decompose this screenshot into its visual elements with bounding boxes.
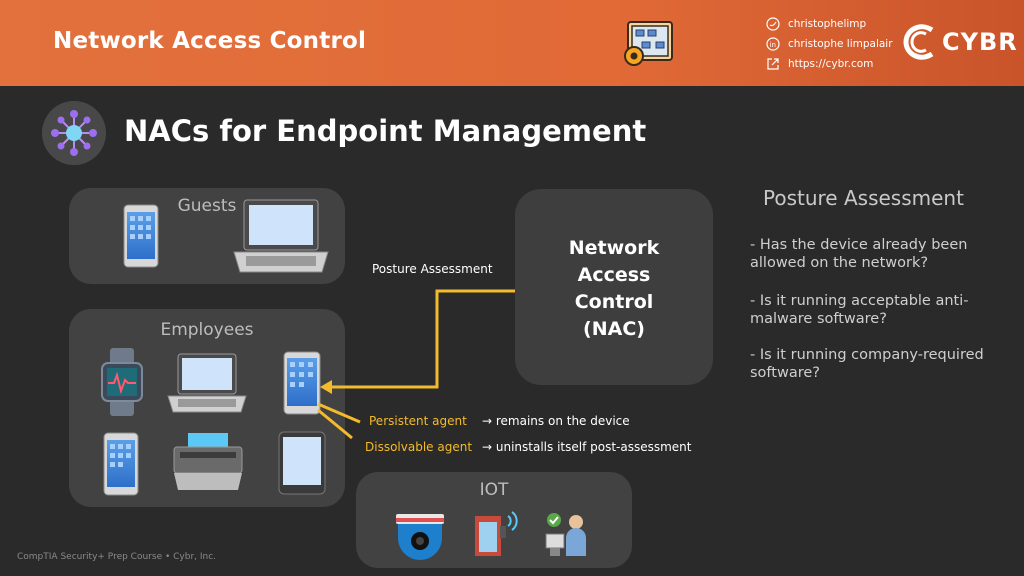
svg-text:in: in xyxy=(770,41,776,49)
agent-connector-1 xyxy=(317,402,361,424)
agent-description: → uninstalls itself post-assessment xyxy=(482,440,692,454)
guests-label: Guests xyxy=(177,196,237,216)
footer-text: CompTIA Security+ Prep Course • Cybr, In… xyxy=(17,552,217,562)
nac-line-2: Access xyxy=(577,264,651,286)
kiosk-icon xyxy=(545,513,586,556)
connector-label: Posture Assessment xyxy=(372,262,493,276)
agent-name: Persistent agent xyxy=(369,414,467,428)
nac-line-4: (NAC) xyxy=(583,318,645,340)
posture-question: - Has the device already been allowed on… xyxy=(750,237,968,271)
agent-description: → remains on the device xyxy=(482,414,630,428)
header-bar: Network Access Control christophelimp in… xyxy=(0,0,1024,86)
twitter-link[interactable]: christophelimp xyxy=(766,14,893,34)
smartwatch-icon xyxy=(101,348,143,416)
connector-arrowhead xyxy=(320,380,332,394)
nac-line-3: Control xyxy=(574,291,654,313)
printer-icon xyxy=(173,433,243,490)
laptop-icon xyxy=(233,199,329,273)
social-links: christophelimp in christophe limpalair h… xyxy=(766,14,893,74)
linkedin-link[interactable]: in christophe limpalair xyxy=(766,34,893,54)
iot-label: IOT xyxy=(479,480,509,500)
posture-connector xyxy=(328,289,515,389)
twitter-handle: christophelimp xyxy=(788,18,867,30)
smartphone-icon xyxy=(103,432,139,496)
cybr-logo: CYBR xyxy=(902,22,1018,62)
smart-door-icon xyxy=(475,511,518,556)
header-title: Network Access Control xyxy=(53,28,367,54)
page-title: NACs for Endpoint Management xyxy=(124,114,647,148)
linkedin-icon: in xyxy=(766,37,780,51)
cybr-logo-icon xyxy=(903,24,934,60)
tablet-icon xyxy=(278,431,326,495)
nac-title: Network Access Control (NAC) xyxy=(515,235,713,343)
linkedin-name: christophe limpalair xyxy=(788,38,893,50)
posture-question: - Is it running acceptable anti-malware … xyxy=(750,293,969,327)
website-link[interactable]: https://cybr.com xyxy=(766,54,893,74)
blueprint-gear-icon xyxy=(624,21,673,66)
agent-persistent: Persistent agent → remains on the device xyxy=(369,414,630,428)
employees-label: Employees xyxy=(160,320,254,340)
agent-name: Dissolvable agent xyxy=(365,440,473,454)
twitter-icon xyxy=(766,17,780,31)
website-url: https://cybr.com xyxy=(788,58,874,70)
agent-connector-2 xyxy=(317,408,353,440)
posture-assessment-title: Posture Assessment xyxy=(763,186,964,210)
nac-box: Network Access Control (NAC) xyxy=(515,189,713,385)
agent-dissolvable: Dissolvable agent → uninstalls itself po… xyxy=(365,440,691,454)
security-camera-icon xyxy=(396,514,444,560)
laptop-icon xyxy=(167,353,247,413)
posture-question: - Is it running company-required softwar… xyxy=(750,347,984,381)
logo-text: CYBR xyxy=(942,28,1018,56)
smartphone-icon xyxy=(123,204,159,268)
tablet-icon xyxy=(283,351,321,415)
external-link-icon xyxy=(767,58,779,70)
nac-line-1: Network xyxy=(568,237,660,259)
network-hub-icon xyxy=(42,101,106,165)
